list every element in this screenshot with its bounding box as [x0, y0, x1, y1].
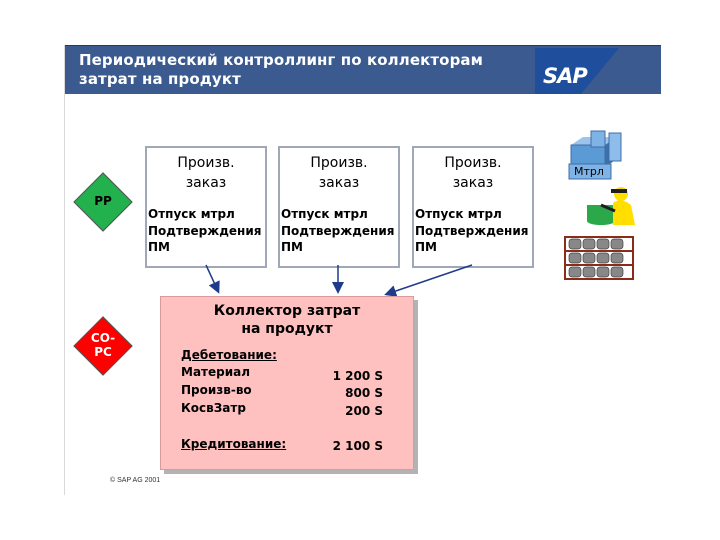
warehouse-boxes-icon	[568, 130, 622, 180]
credit-value: 2 100 S	[332, 439, 383, 453]
production-order-box: Произв. заказ Отпуск мтрл Подтверждения …	[412, 146, 534, 268]
collector-title: Коллектор затрат на продукт	[213, 303, 361, 337]
credit-header: Кредитование:	[181, 437, 287, 451]
storage-shelf-icon	[564, 236, 634, 280]
copc-badge-label: CO- PC	[90, 331, 116, 359]
production-order-title: Произв. заказ	[444, 155, 502, 191]
copyright-notice: © SAP AG 2001	[110, 477, 161, 484]
debit-header: Дебетование:	[181, 348, 277, 362]
sap-logo-text: SAP	[543, 64, 588, 88]
slide-header: Периодический контроллинг по коллекторам…	[65, 45, 661, 94]
debit-row-label: Материал	[181, 365, 251, 379]
production-order-lines: Отпуск мтрл Подтверждения ПМ	[148, 207, 262, 254]
product-cost-collector: Коллектор затрат на продукт Дебетование:…	[160, 296, 414, 470]
debit-row-value: 200 S	[345, 404, 383, 418]
slide: Периодический контроллинг по коллекторам…	[64, 45, 661, 495]
arrow-order-3	[384, 264, 473, 297]
debit-row-value: 800 S	[345, 386, 383, 400]
worker-icon	[587, 187, 635, 225]
pp-badge-label: PP	[94, 194, 112, 208]
production-order-box: Произв. заказ Отпуск мтрл Подтверждения …	[145, 146, 267, 268]
debit-row-value: 1 200 S	[332, 369, 383, 383]
sap-logo	[535, 48, 619, 94]
flow-arrows	[205, 264, 473, 297]
slide-title: Периодический контроллинг по коллекторам…	[79, 51, 484, 88]
production-order-lines: Отпуск мтрл Подтверждения ПМ	[281, 207, 395, 254]
arrow-order-1	[205, 264, 220, 294]
production-order-title: Произв. заказ	[177, 155, 235, 191]
production-order-title: Произв. заказ	[310, 155, 368, 191]
debit-row-label: КосвЗатр	[181, 401, 246, 415]
material-label: Мтрл	[574, 165, 604, 178]
production-order-lines: Отпуск мтрл Подтверждения ПМ	[415, 207, 529, 254]
debit-row-label: Произв-во	[181, 383, 252, 397]
production-order-box: Произв. заказ Отпуск мтрл Подтверждения …	[278, 146, 400, 268]
